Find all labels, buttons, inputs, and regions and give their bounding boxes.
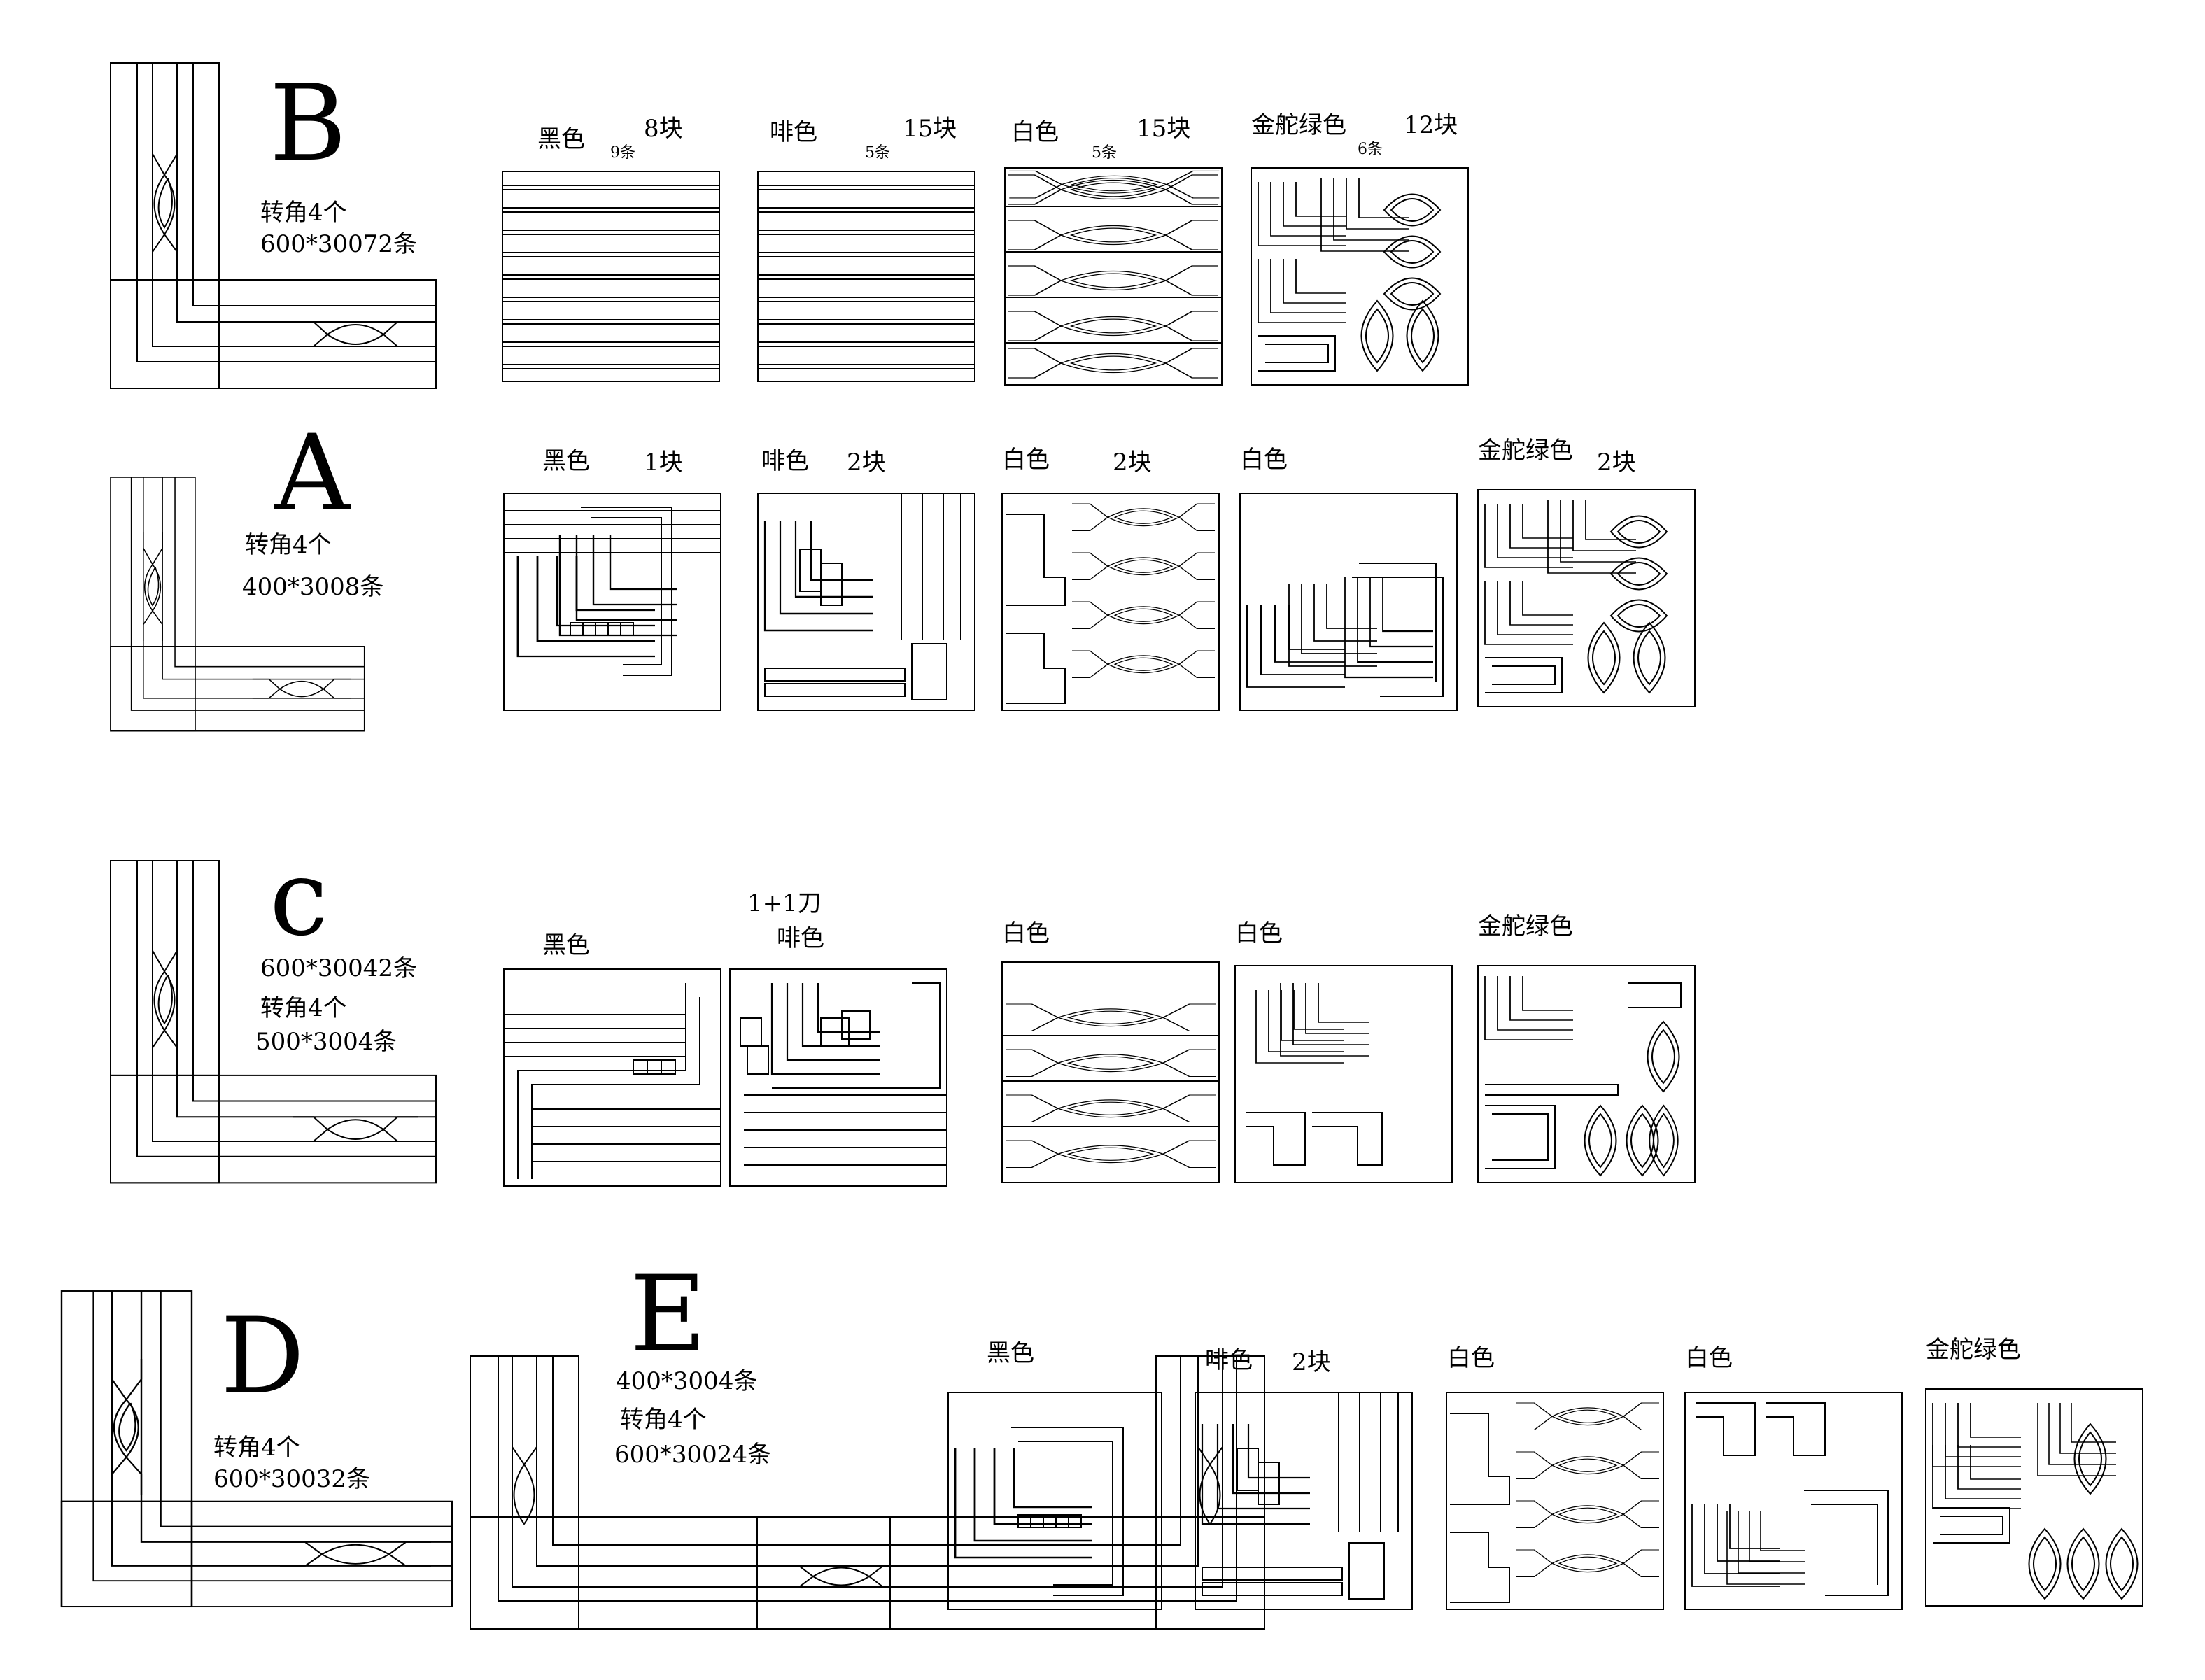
- panel-count-green-b: 12块: [1404, 111, 1458, 139]
- panel-white1-c: [1001, 961, 1220, 1183]
- note-corner-d: 转角4个: [213, 1434, 300, 1462]
- panel-label-brown-a: 啡色: [761, 447, 809, 475]
- panel-count-green-a: 2块: [1597, 449, 1636, 477]
- panel-brown-b: [757, 171, 975, 382]
- note-strips1-e: 400*3004条: [616, 1367, 757, 1395]
- panel-green-a: [1478, 490, 1695, 707]
- panel-count-brown-a: 2块: [847, 449, 886, 477]
- section-letter-e: E: [630, 1254, 707, 1376]
- panel-count-white1-a: 2块: [1113, 449, 1152, 477]
- panel-label-white1-c: 白色: [1002, 919, 1050, 947]
- panel-label-brown-c: 啡色: [777, 924, 824, 952]
- note-corner-b: 转角4个: [260, 199, 347, 227]
- panel-label-brown-e: 啡色: [1205, 1346, 1253, 1374]
- note-strips2-e: 600*30024条: [614, 1441, 771, 1469]
- panel-green-e: [1925, 1388, 2143, 1607]
- panel-black-c: [503, 968, 721, 1187]
- note-strips2-c: 500*3004条: [255, 1028, 397, 1056]
- section-c: c 600*30042条 转角4个 500*3004条 黑色 1+1刀 啡色: [110, 838, 1696, 1187]
- panel-white2-e: [1684, 1392, 1903, 1610]
- panel-label-white1-e: 白色: [1447, 1344, 1495, 1372]
- panel-black-e: [947, 1392, 1162, 1610]
- panel-label-black-e: 黑色: [987, 1339, 1034, 1367]
- note-corner-a: 转角4个: [245, 531, 332, 559]
- panel-label-white2-e: 白色: [1685, 1344, 1733, 1372]
- panel-white-b: [1005, 168, 1222, 385]
- panel-brown-c: [729, 968, 947, 1187]
- panel-label-green-c: 金舵绿色: [1478, 912, 1573, 940]
- section-a: A 转角4个 400*3008条 黑色 1块 啡色 2块 白色 2块: [110, 413, 1695, 732]
- note-strips-a: 400*3008条: [242, 573, 383, 601]
- panel-label-white-b: 白色: [1011, 118, 1059, 146]
- panel-white2-a: [1239, 493, 1458, 711]
- panel-strips-black-b: 9条: [610, 144, 635, 162]
- note-strips-d: 600*30032条: [213, 1465, 370, 1493]
- panel-label-black-a: 黑色: [542, 447, 590, 475]
- panel-white2-c: [1234, 965, 1453, 1183]
- section-letter-d: D: [220, 1296, 304, 1418]
- panel-green-b: [1251, 168, 1468, 385]
- section-letter-b: B: [269, 63, 346, 185]
- panel-label-green-b: 金舵绿色: [1251, 111, 1346, 139]
- panel-white1-e: [1446, 1392, 1664, 1610]
- panel-label-white1-a: 白色: [1002, 446, 1050, 474]
- panel-count-black-a: 1块: [644, 449, 683, 477]
- section-d: D 转角4个 600*30032条: [60, 1290, 453, 1608]
- panel-count-brown-e: 2块: [1292, 1348, 1331, 1376]
- section-letter-c: c: [269, 838, 328, 959]
- panel-strips-brown-b: 5条: [865, 144, 890, 162]
- panel-count-brown-b: 15块: [903, 115, 957, 143]
- panel-label-green-e: 金舵绿色: [1926, 1336, 2021, 1364]
- panel-label-green-a: 金舵绿色: [1478, 437, 1573, 465]
- panel-label-brown-b: 啡色: [770, 118, 817, 146]
- panel-black-b: [502, 171, 720, 382]
- panel-label-black-c: 黑色: [542, 931, 590, 959]
- panel-brown-a: [757, 493, 975, 711]
- section-e: E 400*3004条 转角4个 600*30024条 黑色 啡色 2块 白色: [470, 1254, 2143, 1630]
- section-letter-a: A: [274, 413, 351, 535]
- panel-label-white2-a: 白色: [1240, 446, 1288, 474]
- frame-drawing-e: [470, 1355, 1265, 1630]
- note-strips1-c: 600*30042条: [260, 954, 417, 982]
- panel-strips-white-b: 5条: [1092, 144, 1117, 162]
- knife-note-c: 1+1刀: [747, 889, 822, 917]
- panel-count-white-b: 15块: [1136, 115, 1190, 143]
- panel-green-c: [1477, 965, 1696, 1183]
- note-corner-e: 转角4个: [620, 1406, 707, 1434]
- panel-label-white2-c: 白色: [1235, 919, 1283, 947]
- panel-white1-a: [1001, 493, 1220, 711]
- note-corner-c: 转角4个: [260, 994, 347, 1022]
- section-b: B 转角4个 600*30072条 黑色 9条 8块 啡色 5条 15块 白色 …: [110, 62, 1468, 389]
- note-strips-b: 600*30072条: [260, 230, 417, 258]
- panel-black-a: [504, 493, 721, 710]
- panel-strips-green-b: 6条: [1358, 141, 1383, 158]
- panel-label-black-b: 黑色: [537, 125, 585, 153]
- panel-brown-e: [1195, 1392, 1413, 1610]
- panel-count-black-b: 8块: [644, 115, 683, 143]
